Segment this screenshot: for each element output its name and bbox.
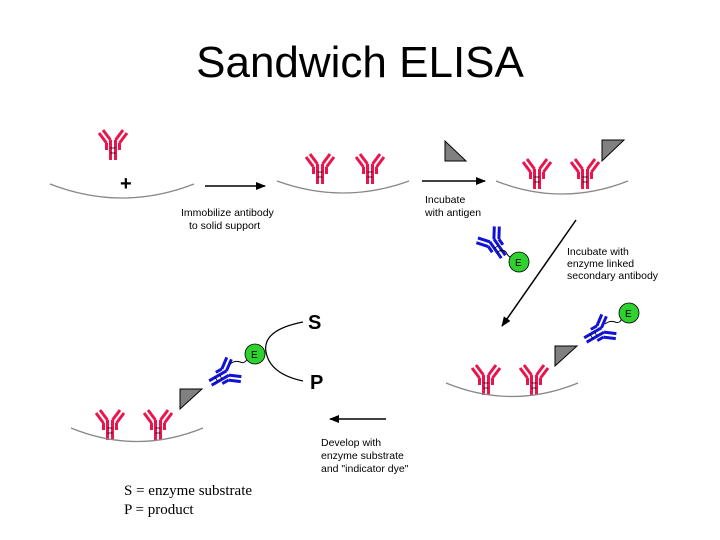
step3-group	[495, 139, 629, 195]
solid-support-4	[445, 382, 579, 398]
capture-antibody	[354, 152, 386, 186]
incubate-antigen-label: Incubate with antigen	[424, 194, 481, 219]
enzyme-circle	[508, 251, 530, 273]
enzyme-label: E	[625, 309, 632, 320]
plus-sign: +	[120, 173, 132, 195]
arrow-incubate-secondary	[501, 219, 577, 327]
solid-support-3	[495, 180, 629, 195]
enzyme-linker	[604, 317, 623, 325]
enzyme-circle	[618, 302, 640, 324]
capture-antibody	[569, 157, 601, 191]
antigen-triangle	[601, 139, 626, 163]
enzyme-label: E	[251, 350, 258, 361]
antigen-triangle	[179, 388, 204, 411]
secondary-antibody-free: E	[473, 222, 530, 273]
enzyme-circle	[244, 343, 266, 365]
substrate-product-curve	[265, 321, 304, 382]
step4-group: E	[445, 302, 640, 398]
capture-antibody	[94, 408, 126, 442]
capture-antibody	[521, 157, 553, 191]
capture-antibody	[142, 408, 174, 442]
product-label: P	[310, 372, 323, 394]
antigen-triangle	[444, 139, 468, 162]
immobilize-label: Immobilize antibody to solid support	[181, 207, 277, 232]
solid-support-2	[276, 180, 410, 194]
antigen-triangle	[554, 345, 579, 368]
enzyme-label: E	[515, 258, 522, 269]
incubate-secondary-label: Incubate with enzyme linked secondary an…	[567, 246, 659, 282]
develop-label: Develop with enzyme substrate and "indic…	[321, 437, 409, 475]
capture-antibody	[304, 152, 336, 186]
secondary-antibody	[576, 311, 620, 354]
legend-product: P = product	[124, 502, 194, 518]
slide-title: Sandwich ELISA	[196, 38, 524, 87]
step1-group: +	[49, 128, 195, 199]
solid-support-1	[49, 183, 195, 199]
enzyme-linker	[229, 358, 248, 365]
step5-group: E S P	[70, 312, 323, 443]
legend-substrate: S = enzyme substrate	[124, 483, 253, 499]
capture-antibody	[470, 363, 502, 397]
capture-antibody-free	[97, 128, 129, 162]
legend: S = enzyme substrate P = product	[124, 482, 252, 520]
substrate-label: S	[308, 312, 321, 334]
solid-support-5	[70, 427, 204, 443]
secondary-antibody	[473, 222, 517, 267]
step2-group	[276, 152, 410, 194]
capture-antibody	[518, 363, 550, 397]
